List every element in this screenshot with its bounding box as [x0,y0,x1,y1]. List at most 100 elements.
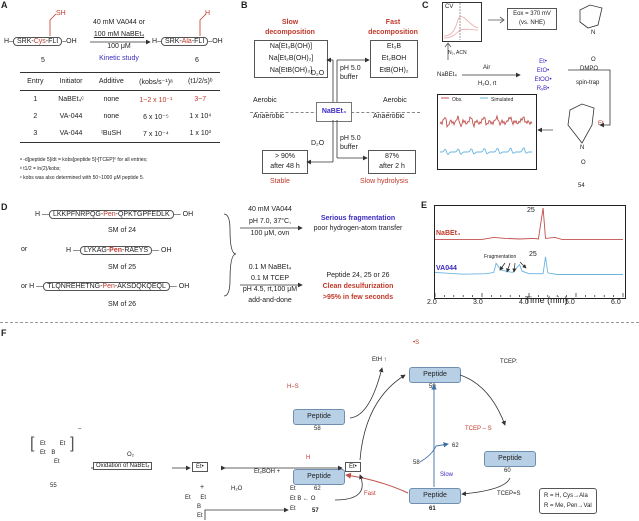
cv-conditions: N₂, ACN [448,50,467,56]
sh-bond [49,13,57,36]
panel-label-e: E [421,200,428,210]
legend-simulated: Simulated [491,97,514,103]
fragmentation-arrow [512,262,517,273]
sm-24-label: SM of 24 [108,227,137,234]
brace [223,213,237,297]
anaerobic-right-label: Anaerobic [373,113,405,120]
cv-label: CV [445,4,454,10]
hplc-chart [434,207,624,297]
reactant-peptide-5: H–SRK-Cys-FLI–OH [4,37,77,46]
et2boh-label: Et₂BOH + [254,469,281,475]
panel-label-c: C [422,0,429,10]
table-header: (kobs/s⁻¹)ᵃ [139,78,173,86]
kinetics-table: Entry Initiator Additive (kobs/s⁻¹)ᵃ (t1… [20,72,220,143]
desulfurization-result: Peptide 24, 25 or 26 Clean desulfurizati… [322,272,394,301]
hplc-chart-frame [434,205,626,299]
compound-number-5: 5 [41,57,45,64]
tcep-s-label: TCEP=S [497,491,521,497]
product-h-group: H [205,10,211,17]
kinetic-conditions: 40 mM VA044 or 100 mM NaBEt₄ 100 μM Kine… [92,19,145,62]
peak-label-25-nabet4: 25 [527,207,535,214]
panel-label-a: A [1,0,8,10]
compound-number-62: 62 [314,486,321,492]
or-label: or [21,246,28,253]
compound-number-60: 60 [504,468,511,474]
fast-label: Fast [364,491,376,497]
slow-label: Slow [440,472,454,478]
compound-number-61: 61 [429,506,436,512]
panel-label-b: B [241,0,248,10]
fragmentation-arrow [499,262,506,271]
sm-26-label: SM of 26 [108,301,137,308]
thiol-hs: H–S [287,384,299,390]
d2o-upper-label: D₂O [311,70,325,77]
eth-label: EtH ↑ [372,357,387,363]
x-tick-label: 4.0 [519,299,529,306]
stable-label: Stable [270,178,290,185]
epr-simulated-trace [440,147,532,156]
epr-observed-trace [439,114,533,129]
stable-box: > 90%after 48 h [262,150,308,174]
table-footnotes: ᵃ -d[peptide 5]/dt = kobs[peptide 5]¹[TC… [20,157,148,181]
table-header: Entry [27,78,44,85]
compound-number-57: 57 [312,508,319,514]
legend-va044: VA044 [436,265,457,272]
x-tick-label: 3.0 [473,299,483,306]
product-peptide-6: H–SRK-Ala-FLI–OH [152,37,223,46]
number-62-side: 62 [452,443,459,449]
cycle-arrow-et-to-59 [359,374,406,461]
sm-25-label: SM of 25 [108,264,137,271]
o2-label: O₂ [127,452,134,458]
et-radical-right: Et• [345,462,361,472]
peptide-sm-26: or H —TLQNREHETNG-Pen-AKSDQKQEQL— OH [21,282,190,291]
adduct-number-54: 54 [578,183,585,189]
table-row: 3 VA-044 ᵗBuSH 7 x 10⁻⁴ 1 x 10³ [33,130,211,138]
cycle-arrow-59-to-60 [459,374,506,426]
eox-box: Eox = 370 mV(vs. NHE) [507,8,557,30]
x-tick-label: 6.0 [611,299,621,306]
table-row: 2 VA-044 none 6 x 10⁻⁵ 1 x 10⁴ [33,113,212,121]
x-axis-label: Time (min) [525,295,568,305]
plus-sign: + [200,484,205,491]
dmpo-o: O [591,57,596,63]
h2o-arrow [204,507,289,520]
nabet4-reagent: NaBEt₄ [437,72,457,78]
table-row: 1 NaBEt₄ᶜ none 1~2 x 10⁻¹ 3~7 [33,96,207,104]
bracket-right: ] [70,435,75,452]
number-58-side: 58 [413,460,420,466]
peptide-61: Peptide [409,488,461,504]
aerobic-left-label: Aerobic [253,97,277,104]
radical-list: Et•EtO•EtOO•RₓB• [534,59,552,92]
dmpo-label: DMPO [580,66,598,72]
oxidation-box: Oxidation of NaBEt₄ [93,462,153,470]
section-divider [0,322,639,323]
aerobic-right-label: Aerobic [383,97,407,104]
hollow-arrow-eox [488,16,505,24]
hydrolysis-box: 87%after 2 h [368,150,416,174]
anaerobic-left-label: Anaerobic [253,113,285,120]
air-label: Air [483,65,491,71]
series-line-va044 [434,256,623,275]
epr-obs-line [439,114,533,129]
cv-curve [443,16,479,37]
peptide-58: Peptide [293,409,345,425]
panel-label-d: D [1,202,8,212]
x-tick-label: 2.0 [427,299,437,306]
compound-number-55: 55 [50,483,57,489]
dmpo-n: N [591,30,596,36]
panel-label-f: F [1,328,7,338]
fast-arrow [345,472,409,494]
peptide-60: Peptide [484,451,536,467]
peak-label-25-va044: 25 [529,251,537,258]
h2o-label: H₂O [231,486,243,492]
adduct-o: O [581,160,586,166]
series-line-nabet [435,207,623,240]
reactant-sh-group: SH [56,10,66,17]
fragmentation-arrow [519,261,527,269]
adduct-ring [567,103,595,144]
